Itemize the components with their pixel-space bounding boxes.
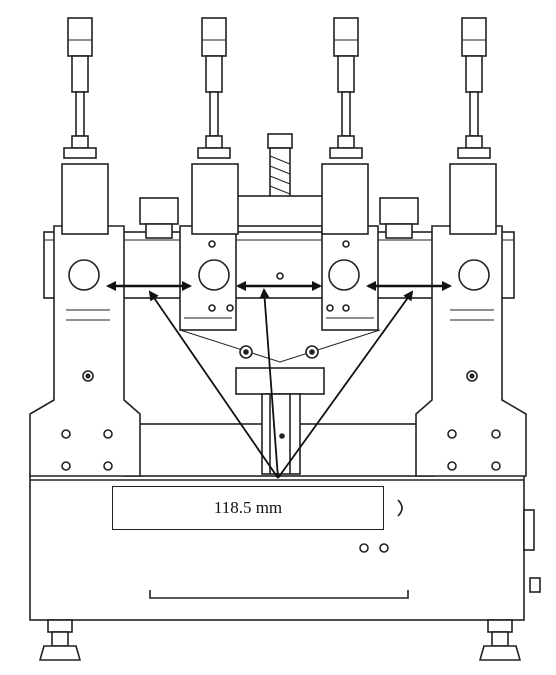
foot-right — [478, 619, 522, 661]
leader-line-2 — [259, 288, 279, 479]
sample-hole-2 — [198, 259, 230, 291]
clamp-left — [139, 197, 179, 239]
foot-left — [38, 619, 82, 661]
sample-hole-4 — [458, 259, 490, 291]
leader-line-3 — [277, 290, 414, 479]
sample-hole-3 — [328, 259, 360, 291]
clamp-right — [379, 197, 419, 239]
center-screw — [231, 133, 329, 227]
spindle-2 — [191, 17, 239, 235]
measurement-label: 118.5 mm — [112, 486, 384, 530]
spindle-4 — [449, 17, 497, 235]
spindle-1 — [61, 17, 109, 235]
spindle-3 — [321, 17, 369, 235]
leader-line-1 — [148, 290, 279, 479]
sample-hole-1 — [68, 259, 100, 291]
center-mechanism — [123, 329, 435, 477]
